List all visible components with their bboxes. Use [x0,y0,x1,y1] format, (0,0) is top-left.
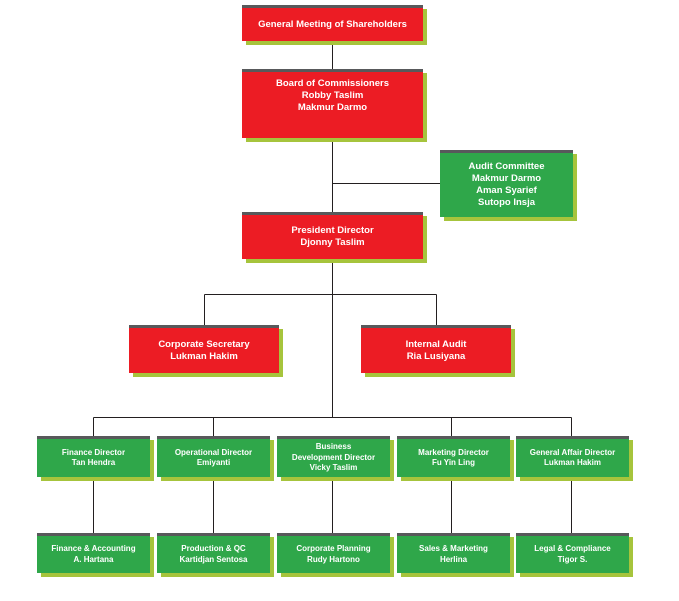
director-title: Development Director [291,452,376,462]
department-title: Corporate Planning [296,544,371,553]
audit-committee-member: Makmur Darmo [471,173,542,184]
director-title: Marketing Director [418,447,489,457]
director-title: Finance Director [61,447,126,457]
director-box-operational: Operational Director Emiyanti [157,436,270,477]
corporate-secretary-title: Corporate Secretary [158,338,250,350]
corporate-secretary-box: Corporate Secretary Lukman Hakim [129,325,279,373]
department-name: Rudy Hartono [307,554,360,564]
boc-member: Robby Taslim [301,90,364,101]
president-director-name: Djonny Taslim [300,237,365,248]
director-box-business-development: Business Development Director Vicky Tasl… [277,436,390,477]
department-box-legal-compliance: Legal & Compliance Tigor S. [516,533,629,573]
department-name: Kartidjan Sentosa [179,554,248,564]
department-box-sales-marketing: Sales & Marketing Herlina [397,533,510,573]
gms-box: General Meeting of Shareholders [242,5,423,41]
director-name: Fu Yin Ling [431,458,476,467]
corporate-secretary-name: Lukman Hakim [170,350,238,362]
audit-committee-title: Audit Committee [468,161,545,172]
audit-committee-member: Aman Syarief [476,185,537,196]
president-director-title: President Director [291,225,374,236]
department-title: Production & QC [181,544,246,553]
director-box-finance: Finance Director Tan Hendra [37,436,150,477]
director-box-marketing: Marketing Director Fu Yin Ling [397,436,510,477]
department-name: Tigor S. [557,554,588,564]
department-title: Finance & Accounting [51,544,136,553]
director-name: Emiyanti [196,458,231,467]
department-box-corporate-planning: Corporate Planning Rudy Hartono [277,533,390,573]
boc-title: Board of Commissioners [276,78,389,89]
director-box-general-affair: General Affair Director Lukman Hakim [516,436,629,477]
director-title: Operational Director [174,447,253,457]
president-director-box: President Director Djonny Taslim [242,212,423,259]
department-box-production-qc: Production & QC Kartidjan Sentosa [157,533,270,573]
director-title: General Affair Director [529,447,616,457]
internal-audit-title: Internal Audit [405,338,467,350]
audit-committee-member: Sutopo Insja [478,197,535,208]
director-name: Tan Hendra [71,458,116,467]
internal-audit-name: Ria Lusiyana [406,350,466,362]
department-box-finance-accounting: Finance & Accounting A. Hartana [37,533,150,573]
department-name: Herlina [439,554,468,564]
gms-title: General Meeting of Shareholders [258,18,407,30]
boc-member: Makmur Darmo [297,102,368,113]
department-title: Sales & Marketing [419,544,488,553]
director-name: Vicky Taslim [309,463,358,473]
boc-box: Board of Commissioners Robby Taslim Makm… [242,69,423,138]
director-title: Business [315,442,352,452]
audit-committee-box: Audit Committee Makmur Darmo Aman Syarie… [440,150,573,217]
department-name: A. Hartana [73,554,114,564]
internal-audit-box: Internal Audit Ria Lusiyana [361,325,511,373]
department-title: Legal & Compliance [534,544,611,553]
director-name: Lukman Hakim [544,458,601,467]
